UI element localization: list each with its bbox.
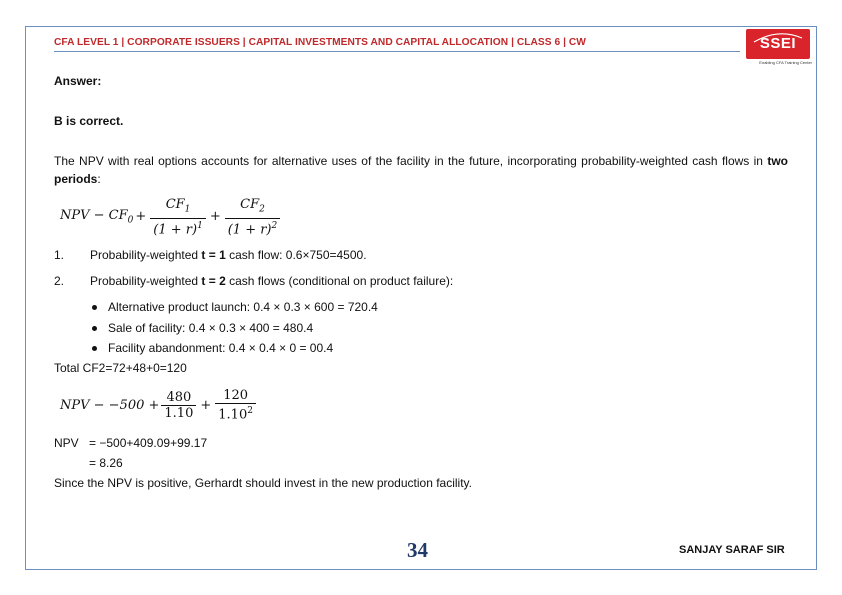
- formula1-fraction-2: CF2 (1 + r)2: [224, 197, 281, 237]
- ssei-logo: SSEI Enabling CFA Training Center: [746, 29, 812, 65]
- formula1-plus1: +: [135, 209, 147, 225]
- bullet-alternative-launch: Alternative product launch: 0.4 × 0.3 × …: [108, 300, 378, 314]
- bullet-dot: [92, 326, 97, 331]
- item-1-text: Probability-weighted t = 1 cash flow: 0.…: [90, 248, 367, 262]
- header-title: CFA LEVEL 1 | CORPORATE ISSUERS | CAPITA…: [54, 37, 586, 48]
- item-1-number: 1.: [54, 248, 65, 262]
- paragraph-start: The NPV with real options accounts for a…: [54, 154, 768, 168]
- item-2-number: 2.: [54, 274, 65, 288]
- total-cf2: Total CF2=72+48+0=120: [54, 361, 187, 375]
- page-number: 34: [407, 538, 428, 562]
- bullet-abandonment: Facility abandonment: 0.4 × 0.4 × 0 = 00…: [108, 341, 334, 355]
- item-2-text: Probability-weighted t = 2 cash flows (c…: [90, 274, 454, 288]
- page-border: [25, 26, 817, 570]
- npv-formula-general: NPV − CF0 + CF1 (1 + r)1 + CF2 (1 + r)2: [60, 197, 282, 237]
- npv-calculation-line2: = 8.26: [89, 456, 123, 470]
- bullet-dot: [92, 346, 97, 351]
- formula1-lhs: NPV − CF0: [60, 208, 134, 226]
- logo-text: SSEI: [759, 35, 797, 52]
- paragraph-end: :: [97, 172, 101, 186]
- bullet-sale-facility: Sale of facility: 0.4 × 0.3 × 400 = 480.…: [108, 321, 314, 335]
- formula2-fraction-1: 480 1.10: [161, 390, 197, 421]
- formula2-fraction-2: 120 1.102: [215, 388, 256, 422]
- formula1-plus2: +: [209, 209, 221, 225]
- correct-label: B is correct.: [54, 114, 124, 128]
- npv-calculation-line1: = −500+409.09+99.17: [89, 436, 208, 450]
- formula1-fraction-1: CF1 (1 + r)1: [150, 197, 206, 237]
- logo-swoosh-icon: [753, 33, 803, 43]
- npv-formula-numeric: NPV − −500 + 480 1.10 + 120 1.102: [60, 388, 258, 422]
- npv-label: NPV: [54, 436, 79, 450]
- header-rule: [54, 51, 740, 52]
- conclusion-text: Since the NPV is positive, Gerhardt shou…: [54, 476, 472, 490]
- explanation-paragraph: The NPV with real options accounts for a…: [54, 152, 788, 188]
- bullet-dot: [92, 305, 97, 310]
- paragraph-bold: two periods: [54, 154, 788, 186]
- formula2-lhs: NPV − −500 +: [60, 397, 160, 413]
- formula2-plus: +: [200, 397, 212, 413]
- logo-tagline: Enabling CFA Training Center: [759, 60, 812, 65]
- answer-label: Answer:: [54, 74, 102, 88]
- footer-author: SANJAY SARAF SIR: [679, 544, 785, 556]
